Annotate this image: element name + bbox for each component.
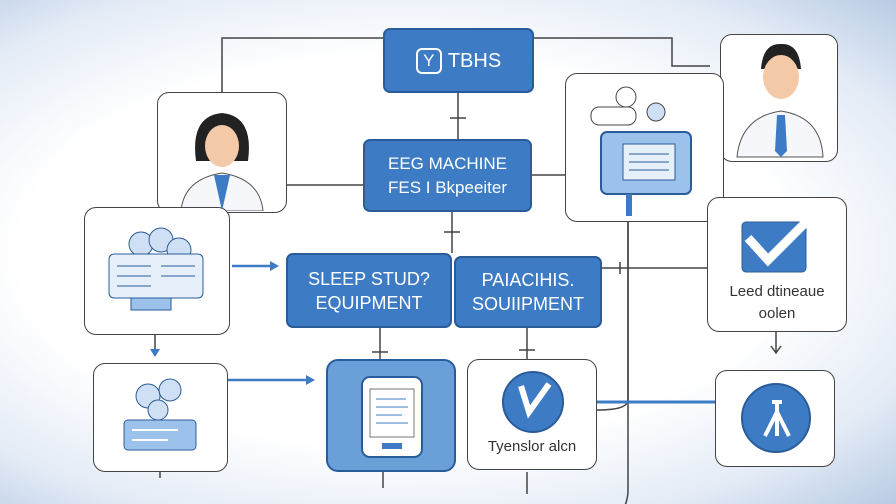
- confirmation-box: Tyenslor alcn: [467, 359, 597, 470]
- male-doctor-icon: [736, 43, 824, 158]
- eeg-device-box: [565, 73, 724, 222]
- connector-top-eeg: [450, 93, 466, 139]
- female-doctor-icon: [180, 113, 264, 211]
- connector-machine-down: [624, 222, 629, 504]
- para-line1: PAIACIHIS.: [481, 270, 575, 290]
- tripod-box: [715, 370, 835, 467]
- sleep-line2: EQUIPMENT: [315, 292, 423, 313]
- tablet-box: [326, 359, 456, 472]
- para-equipment-node: PAIACIHIS. SOUIIPMENT: [454, 256, 602, 328]
- sleep-device-icon: [108, 227, 204, 311]
- connector-para-right: [602, 262, 707, 274]
- male-doctor-box: [720, 34, 838, 162]
- eeg-line2: FES I Bkpeeiter: [387, 177, 508, 197]
- equipment-kit-icon: [123, 378, 197, 451]
- check-plan-box: Leed dtineaue oolen: [707, 197, 847, 332]
- confirmation-label: Tyenslor alcn: [487, 438, 577, 455]
- connector-eeg-split: [444, 212, 460, 253]
- connector-eeg-sides: [287, 174, 565, 186]
- equipment-kit-box: [93, 363, 228, 472]
- arrows-right: [228, 264, 312, 382]
- check-plan-line1: Leed dtineaue: [729, 283, 825, 300]
- sleep-line1: SLEEP STUD?: [308, 268, 430, 289]
- female-doctor-box: [157, 92, 287, 213]
- eeg-machine-node: EEG MACHINE FES I Bkpeeiter: [363, 139, 532, 212]
- logo-icon: Y: [415, 47, 442, 74]
- connector-top: [221, 37, 710, 92]
- sleep-device-box: [84, 207, 230, 335]
- eeg-line1: EEG MACHINE: [387, 153, 508, 173]
- tablet-document-icon: [361, 376, 423, 458]
- connector-machine-curve: [596, 222, 629, 411]
- check-circle-icon: [502, 371, 564, 433]
- tbhs-label: TBHS: [447, 49, 502, 72]
- monitor-device-icon: [590, 86, 692, 216]
- para-line2: SOUIIPMENT: [471, 294, 584, 314]
- arrow-down-right: [770, 332, 782, 355]
- connector-bottoms: [154, 335, 528, 494]
- tripod-circle-icon: [741, 383, 811, 453]
- checkbox-icon: [741, 212, 816, 273]
- tbhs-node: Y TBHS: [383, 28, 534, 93]
- check-plan-line2: oolen: [758, 305, 796, 322]
- connector-equip-down: [372, 328, 535, 359]
- sleep-study-node: SLEEP STUD? EQUIPMENT: [286, 253, 452, 328]
